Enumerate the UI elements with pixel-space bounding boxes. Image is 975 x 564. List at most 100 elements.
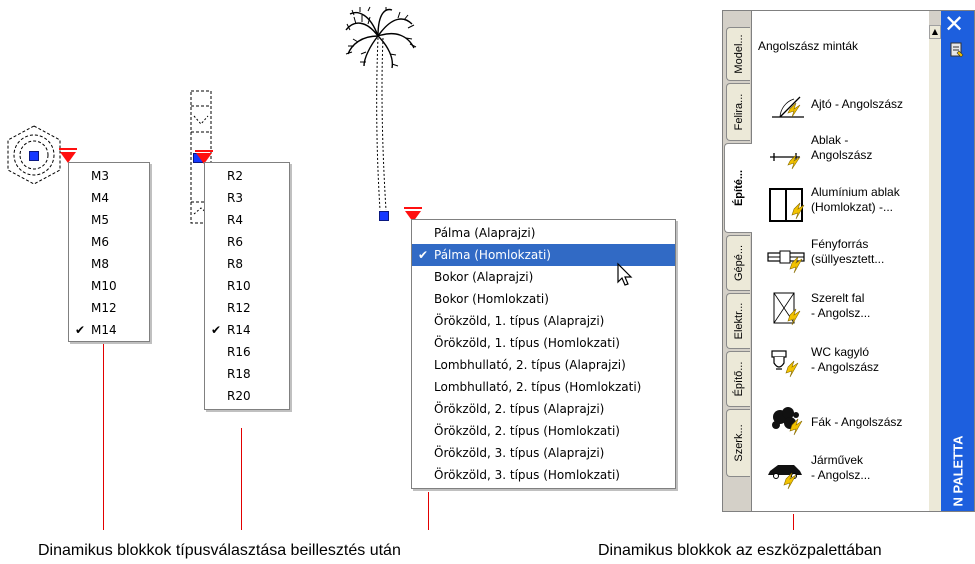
tool-label: Fényforrás (süllyesztett... (811, 237, 885, 266)
palette-title-bar[interactable]: ✕ N PALETTA (941, 10, 974, 511)
palette-section-title: Angolszász minták (758, 39, 859, 53)
scroll-up-button[interactable]: ▲ (929, 25, 941, 39)
menu-item-label: Lombhullató, 2. típus (Alaprajzi) (434, 358, 626, 372)
palette-tab-label: Gépé... (732, 244, 745, 282)
menu-item[interactable]: Lombhullató, 2. típus (Homlokzati) (412, 376, 675, 398)
bolt-lookup-grip[interactable] (60, 152, 76, 163)
mouse-pointer-icon (617, 262, 633, 286)
check-icon: ✔ (211, 323, 222, 337)
menu-item-label: M8 (91, 257, 109, 271)
palette-tab-label: Építő... (732, 361, 745, 397)
menu-item-label: Pálma (Homlokzati) (434, 248, 551, 262)
menu-item-label: M12 (91, 301, 117, 315)
menu-item[interactable]: Örökzöld, 3. típus (Alaprajzi) (412, 442, 675, 464)
palm-lookup-grip[interactable] (405, 211, 421, 222)
tool-toilet[interactable]: WC kagyló - Angolszász (766, 339, 930, 389)
door-icon (772, 96, 804, 118)
menu-item-label: R12 (227, 301, 251, 315)
menu-item[interactable]: M3 (69, 165, 149, 187)
tool-vehicles[interactable]: Járművek - Angolsz... (766, 451, 930, 501)
palette-tab[interactable]: Szerk... (726, 409, 750, 477)
palette-tab-label: Model... (732, 34, 745, 74)
menu-item[interactable]: ✔R14 (205, 319, 289, 341)
menu-item[interactable]: Bokor (Homlokzati) (412, 288, 675, 310)
close-icon[interactable]: ✕ (944, 10, 965, 38)
menu-item-label: R16 (227, 345, 251, 359)
check-icon: ✔ (418, 248, 429, 262)
menu-item[interactable]: ✔ Pálma (Homlokzati) (412, 244, 675, 266)
tool-label: Ajtó - Angolszász (811, 97, 904, 111)
palette-scrollbar[interactable]: ▲ (929, 25, 941, 511)
tool-window[interactable]: Ablak - Angolszász (766, 131, 930, 181)
menu-item[interactable]: R16 (205, 341, 289, 363)
menu-item-label: R6 (227, 235, 243, 249)
menu-item-label: Örökzöld, 2. típus (Alaprajzi) (434, 402, 605, 416)
window-lookup-grip[interactable] (196, 153, 212, 164)
menu-item[interactable]: R18 (205, 363, 289, 385)
window-leader-line (241, 428, 242, 530)
tool-light-fixture[interactable]: Fényforrás (süllyesztett... (766, 233, 930, 283)
menu-item[interactable]: M5 (69, 209, 149, 231)
menu-item[interactable]: R4 (205, 209, 289, 231)
tool-label: Fák - Angolszász (811, 415, 903, 429)
menu-item[interactable]: Pálma (Alaprajzi) (412, 222, 675, 244)
menu-item[interactable]: R8 (205, 253, 289, 275)
palette-tab-label: Szerk... (732, 424, 745, 462)
menu-item[interactable]: Örökzöld, 1. típus (Homlokzati) (412, 332, 675, 354)
menu-item-label: Bokor (Homlokzati) (434, 292, 549, 306)
menu-item-label: R2 (227, 169, 243, 183)
menu-item[interactable]: R10 (205, 275, 289, 297)
menu-item[interactable]: R12 (205, 297, 289, 319)
tool-label: Járművek - Angolsz... (811, 453, 871, 482)
menu-item[interactable]: Lombhullató, 2. típus (Alaprajzi) (412, 354, 675, 376)
menu-item-label: Örökzöld, 1. típus (Homlokzati) (434, 336, 620, 350)
menu-item[interactable]: R3 (205, 187, 289, 209)
tree-leader-line (428, 492, 429, 530)
menu-item[interactable]: M12 (69, 297, 149, 319)
menu-item-label: Bokor (Alaprajzi) (434, 270, 534, 284)
bolt-base-grip[interactable] (29, 151, 39, 161)
car-icon (768, 465, 802, 490)
curtain-wall-icon (773, 292, 801, 326)
menu-item-label: M3 (91, 169, 109, 183)
palm-tree-drawing (345, 6, 417, 211)
menu-item[interactable]: ✔M14 (69, 319, 149, 341)
menu-item[interactable]: Örökzöld, 1. típus (Alaprajzi) (412, 310, 675, 332)
palette-tab[interactable]: Építő... (726, 351, 750, 407)
tool-aluminium-window[interactable]: Alumínium ablak (Homlokzat) -... (766, 181, 930, 231)
menu-item[interactable]: M10 (69, 275, 149, 297)
menu-item[interactable]: Örökzöld, 2. típus (Homlokzati) (412, 420, 675, 442)
palette-tab[interactable]: Elektr... (726, 293, 750, 349)
palm-lookup-grip-bar (404, 207, 422, 209)
tool-trees[interactable]: Fák - Angolszász (766, 395, 930, 445)
palette-vertical-title: N PALETTA (950, 435, 966, 507)
tool-label: Szerelt fal - Angolsz... (811, 291, 871, 320)
menu-item-label: M6 (91, 235, 109, 249)
tool-label: WC kagyló - Angolszász (811, 345, 880, 374)
menu-item-label: Örökzöld, 1. típus (Alaprajzi) (434, 314, 605, 328)
palette-tab[interactable]: Model... (726, 27, 750, 81)
menu-item-label: R20 (227, 389, 251, 403)
menu-item[interactable]: Örökzöld, 3. típus (Homlokzati) (412, 464, 675, 486)
menu-item[interactable]: M8 (69, 253, 149, 275)
menu-item[interactable]: R6 (205, 231, 289, 253)
aluminium-window-icon (769, 188, 805, 222)
tool-curtain-wall[interactable]: Szerelt fal - Angolsz... (766, 285, 930, 335)
menu-item[interactable]: M6 (69, 231, 149, 253)
menu-item-label: R8 (227, 257, 243, 271)
palette-tab[interactable]: Gépé... (726, 235, 750, 291)
palm-base-grip[interactable] (379, 211, 389, 221)
properties-icon[interactable] (949, 41, 965, 59)
menu-item[interactable]: R2 (205, 165, 289, 187)
menu-item[interactable]: R20 (205, 385, 289, 407)
palette-content: Angolszász minták Ajtó - Angolszász Abla… (751, 11, 930, 511)
menu-item-label: Örökzöld, 3. típus (Homlokzati) (434, 468, 620, 482)
menu-item[interactable]: M4 (69, 187, 149, 209)
palette-tab[interactable]: Építé... (724, 143, 752, 233)
tool-door[interactable]: Ajtó - Angolszász (766, 81, 930, 131)
palette-tab[interactable]: Felira... (726, 83, 750, 141)
menu-item[interactable]: Bokor (Alaprajzi) (412, 266, 675, 288)
menu-item[interactable]: Örökzöld, 2. típus (Alaprajzi) (412, 398, 675, 420)
